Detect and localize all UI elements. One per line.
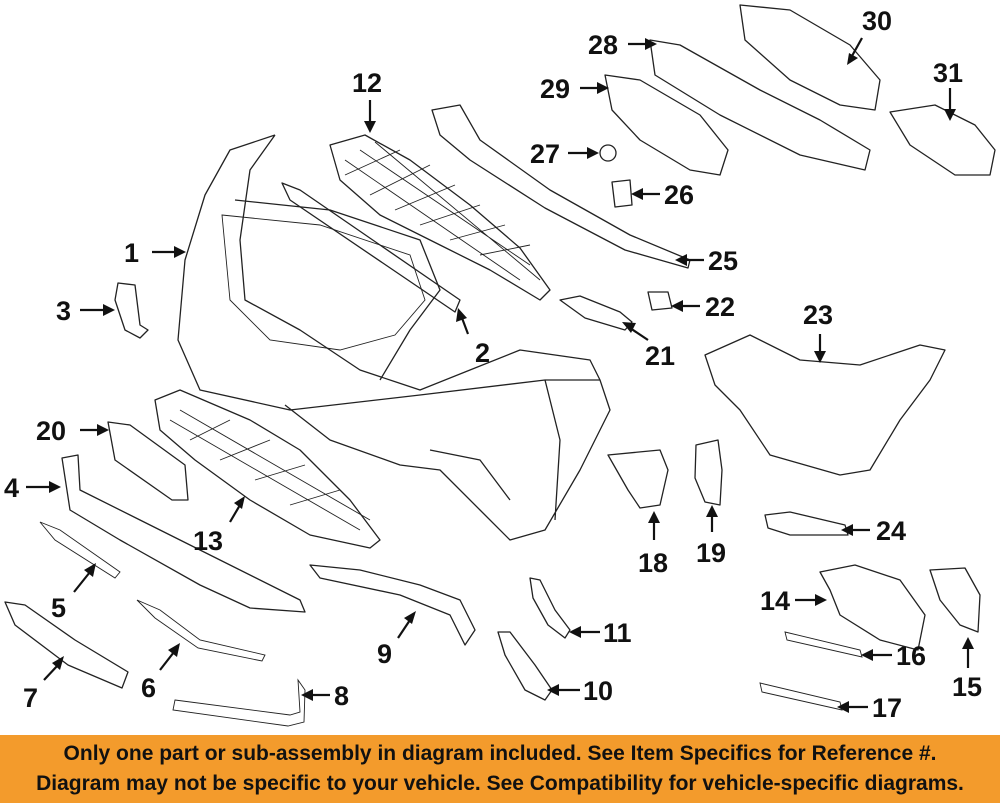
side-bracket-outline (114, 282, 149, 339)
callout-28: 28 (588, 30, 618, 60)
callout-7: 7 (23, 683, 38, 713)
part-26-outline (611, 179, 633, 208)
strip-6-outline (136, 599, 266, 662)
callout-15: 15 (952, 672, 982, 702)
callout-12: 12 (352, 68, 382, 98)
strip-16-outline (784, 631, 863, 658)
callout-27: 27 (530, 139, 560, 169)
disclaimer-banner: Only one part or sub-assembly in diagram… (0, 735, 1000, 803)
trim-9-outline (309, 564, 476, 646)
callout-21: 21 (645, 341, 675, 371)
part-31-outline (889, 104, 996, 176)
callout-11: 11 (603, 618, 632, 648)
callout-6: 6 (141, 673, 156, 703)
callout-19: 19 (696, 538, 726, 568)
callout-16: 16 (896, 641, 926, 671)
strip-5-outline (39, 521, 121, 579)
strip-8-outline (172, 678, 306, 727)
part-30-outline (739, 4, 881, 111)
callout-1: 1 (124, 238, 139, 268)
part-18-outline (607, 449, 669, 509)
callout-20: 20 (36, 416, 66, 446)
license-bracket-outline (107, 421, 189, 501)
part-21-outline (559, 295, 633, 331)
lower-grille-pattern (169, 409, 371, 531)
callout-24: 24 (876, 516, 906, 546)
callout-5: 5 (51, 593, 66, 623)
parts-diagram: 1 2 3 4 5 6 7 8 9 10 11 12 13 14 15 16 1… (4, 4, 996, 727)
clip-27-outline (599, 144, 617, 162)
callout-4: 4 (4, 473, 19, 503)
part-28-outline (649, 39, 871, 171)
callout-8: 8 (334, 681, 349, 711)
strip-7-outline (4, 601, 129, 689)
trim-11-outline (529, 577, 571, 639)
part-outlines (4, 4, 996, 727)
upper-seal-outline (281, 182, 461, 313)
callout-18: 18 (638, 548, 668, 578)
part-22-outline (647, 291, 673, 311)
lower-grille-outline (154, 389, 381, 549)
part-25-outline (431, 104, 691, 269)
grille-mesh-pattern (344, 141, 541, 281)
callout-14: 14 (760, 586, 790, 616)
part-19-outline (694, 439, 723, 506)
bumper-cover-outline (177, 134, 611, 541)
callout-10: 10 (583, 676, 613, 706)
grille-mesh-outline (329, 134, 551, 301)
callout-3: 3 (56, 296, 71, 326)
callout-23: 23 (803, 300, 833, 330)
callout-9: 9 (377, 639, 392, 669)
part-24-outline (764, 511, 849, 536)
callout-22: 22 (705, 292, 735, 322)
callout-labels: 1 2 3 4 5 6 7 8 9 10 11 12 13 14 15 16 1… (4, 6, 982, 723)
callout-13: 13 (193, 526, 223, 556)
disclaimer-line-2: Diagram may not be specific to your vehi… (36, 772, 964, 795)
callout-31: 31 (933, 58, 963, 88)
callout-17: 17 (872, 693, 902, 723)
callout-29: 29 (540, 74, 570, 104)
callout-2: 2 (475, 338, 490, 368)
disclaimer-line-1: Only one part or sub-assembly in diagram… (63, 742, 937, 765)
callout-25: 25 (708, 246, 738, 276)
callout-26: 26 (664, 180, 694, 210)
part-15-outline (929, 567, 981, 633)
part-29-outline (604, 74, 729, 176)
bumper-grille-opening (221, 214, 426, 351)
lower-trim-outline (61, 454, 306, 613)
leader-lines (26, 37, 974, 713)
callout-30: 30 (862, 6, 892, 36)
trim-10-outline (497, 631, 553, 701)
part-23-outline (704, 334, 946, 476)
strip-17-outline (759, 682, 843, 711)
part-14-outline (819, 564, 926, 651)
